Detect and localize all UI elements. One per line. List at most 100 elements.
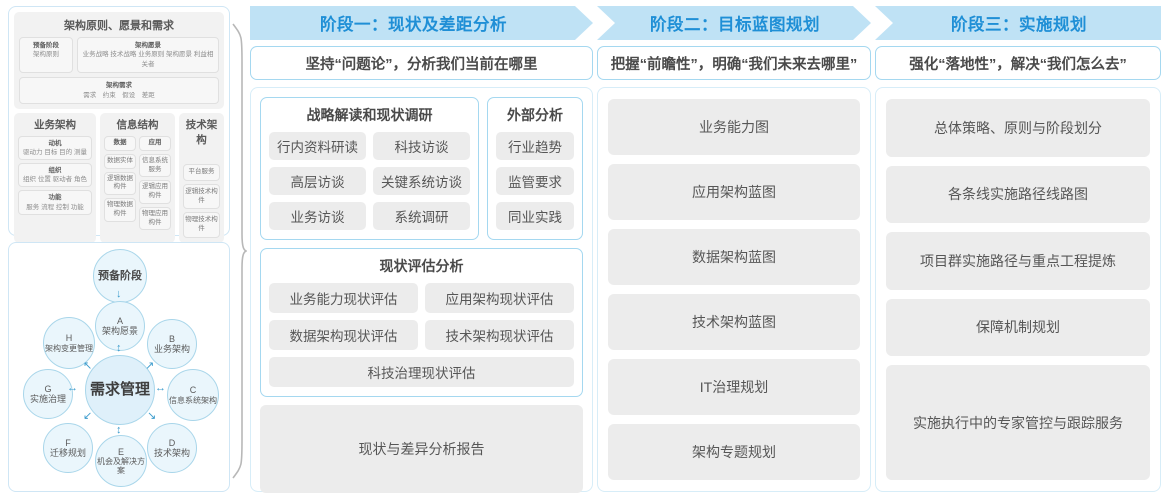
- assessment-row-1: 数据架构现状评估 技术架构现状评估: [269, 320, 574, 350]
- biz-item-organization: 组织 组织 位置 驱动者 角色: [18, 163, 93, 188]
- adm-arrow-c-center: ↔: [155, 382, 166, 394]
- info-subcolumn-data: 数据 数据实体 逻辑数据构件 物理数据构件: [104, 136, 136, 230]
- phase-2-banner: 阶段二：目标蓝图规划: [597, 6, 871, 40]
- strategy-row-2: 业务访谈 系统调研: [269, 202, 470, 230]
- adm-wheel: 预备阶段 需求管理 A 架构愿景 B 业务架构 C 信息系统架构: [9, 243, 229, 491]
- assessment-item[interactable]: 数据架构现状评估: [269, 320, 418, 350]
- phase-1-body: 战略解读和现状调研 行内资料研读 科技访谈 高层访谈 关键系统访谈 业务访谈 系…: [250, 87, 593, 493]
- adm-node-prep: 预备阶段: [93, 249, 147, 303]
- adm-node-g: G 实施治理: [23, 369, 73, 419]
- info-data-item-2: 物理数据构件: [104, 198, 136, 222]
- adm-node-c: C 信息系统架构: [167, 369, 219, 421]
- external-item[interactable]: 监管要求: [496, 167, 574, 195]
- assessment-row-2: 科技治理现状评估: [269, 357, 574, 387]
- phase-2-block[interactable]: 架构专题规划: [608, 424, 860, 480]
- phase-3-block[interactable]: 保障机制规划: [886, 298, 1150, 356]
- phase-3-block[interactable]: 实施执行中的专家管控与跟踪服务: [886, 365, 1150, 480]
- adm-arrow-a-center: ↕: [116, 342, 122, 354]
- framework-architecture-columns: 业务架构 动机 驱动力 目标 目的 测量 组织 组织 位置 驱动者 角色 功能 …: [14, 113, 224, 243]
- phase-3-body: 总体策略、原则与阶段划分 各条线实施路径线路图 项目群实施路径与重点工程提炼 保…: [875, 87, 1161, 492]
- adm-arrow-b-center: ↗: [145, 360, 155, 372]
- strategy-item[interactable]: 系统调研: [373, 202, 470, 230]
- assessment-item[interactable]: 业务能力现状评估: [269, 283, 418, 313]
- phase-3-banner: 阶段三：实施规划: [875, 6, 1161, 40]
- adm-arrow-prep-to-a: ↓: [116, 288, 122, 300]
- phase-3-block[interactable]: 总体策略、原则与阶段划分: [886, 99, 1150, 157]
- phase-3-block[interactable]: 项目群实施路径与重点工程提炼: [886, 232, 1150, 290]
- external-analysis-title: 外部分析: [507, 107, 563, 123]
- strategy-research-title: 战略解读和现状调研: [306, 107, 433, 123]
- phase-2-subtitle: 把握“前瞻性”，明确“我们未来去哪里”: [597, 46, 871, 80]
- phase-2-block[interactable]: 数据架构蓝图: [608, 229, 860, 285]
- phase-2-block[interactable]: IT治理规划: [608, 359, 860, 415]
- info-data-head: 数据: [104, 136, 136, 151]
- strategy-item[interactable]: 关键系统访谈: [373, 167, 470, 195]
- phase-2-block[interactable]: 技术架构蓝图: [608, 294, 860, 350]
- togaf-content-framework-card: 架构原则、愿景和需求 预备阶段 架构原则 架构愿景 业务战略 技术战略 业务原则…: [8, 6, 230, 292]
- assessment-row-0: 业务能力现状评估 应用架构现状评估: [269, 283, 574, 313]
- phase-2-column: 阶段二：目标蓝图规划 把握“前瞻性”，明确“我们未来去哪里” 业务能力图 应用架…: [597, 6, 871, 492]
- assessment-title: 现状评估分析: [379, 258, 464, 274]
- phase-3-column: 阶段三：实施规划 强化“落地性”，解决“我们怎么去” 总体策略、原则与阶段划分 …: [875, 6, 1161, 492]
- column-business-architecture: 业务架构 动机 驱动力 目标 目的 测量 组织 组织 位置 驱动者 角色 功能 …: [14, 113, 97, 243]
- strategy-row-0: 行内资料研读 科技访谈: [269, 132, 470, 160]
- strategy-item[interactable]: 高层访谈: [269, 167, 366, 195]
- framework-title: 架构原则、愿景和需求: [64, 20, 174, 32]
- phase-1-banner: 阶段一：现状及差距分析: [250, 6, 593, 40]
- adm-arrow-d-center: ↘: [147, 410, 157, 422]
- biz-item-function: 功能 服务 流程 控制 功能: [18, 190, 93, 215]
- framework-vision-box: 架构愿景 业务战略 技术战略 业务原则 架构愿景 利益相关者: [77, 37, 219, 74]
- strategy-item[interactable]: 行内资料研读: [269, 132, 366, 160]
- adm-node-b: B 业务架构: [147, 319, 197, 369]
- info-data-item-1: 逻辑数据构件: [104, 171, 136, 196]
- adm-node-center: 需求管理: [85, 355, 155, 425]
- framework-requirements-box: 架构需求 需求 约束 假设 差距: [19, 77, 219, 105]
- column-information-structure: 信息结构 数据 数据实体 逻辑数据构件 物理数据构件 应用: [100, 113, 175, 243]
- external-analysis-box: 外部分析 行业趋势 监管要求 同业实践: [487, 97, 583, 240]
- external-item[interactable]: 同业实践: [496, 202, 574, 230]
- adm-arrow-e-center: ↕: [116, 424, 122, 436]
- biz-item-motivation: 动机 驱动力 目标 目的 测量: [18, 136, 93, 161]
- info-data-item-0: 数据实体: [104, 153, 136, 169]
- info-app-item-2: 物理应用构件: [139, 206, 171, 231]
- strategy-item[interactable]: 科技访谈: [373, 132, 470, 160]
- phase-1-subtitle: 坚持“问题论”，分析我们当前在哪里: [250, 46, 593, 80]
- info-app-head: 应用: [139, 136, 171, 151]
- framework-principles-group: 架构原则、愿景和需求 预备阶段 架构原则 架构愿景 业务战略 技术战略 业务原则…: [14, 12, 224, 110]
- info-app-item-0: 信息系统服务: [139, 153, 171, 178]
- current-state-assessment-box: 现状评估分析 业务能力现状评估 应用架构现状评估 数据架构现状评估 技术架构现状…: [260, 248, 583, 397]
- adm-node-a: A 架构愿景: [95, 301, 145, 351]
- phase-3-block-stack: 总体策略、原则与阶段划分 各条线实施路径线路图 项目群实施路径与重点工程提炼 保…: [886, 99, 1150, 480]
- brace-connector: [232, 23, 247, 479]
- framework-prep-box: 预备阶段 架构原则: [19, 37, 73, 74]
- phase-1-top-row: 战略解读和现状调研 行内资料研读 科技访谈 高层访谈 关键系统访谈 业务访谈 系…: [260, 97, 583, 240]
- column-technology-architecture: 技术架构 平台服务 逻辑技术构件 物理技术构件: [178, 113, 224, 243]
- tech-item-1: 逻辑技术构件: [182, 183, 220, 210]
- adm-arrow-f-center: ↙: [83, 410, 93, 422]
- adm-node-d: D 技术架构: [147, 423, 197, 473]
- strategy-item[interactable]: 业务访谈: [269, 202, 366, 230]
- assessment-item[interactable]: 应用架构现状评估: [425, 283, 574, 313]
- adm-node-h: H 架构变更管理: [43, 317, 95, 369]
- phase-1-report-block[interactable]: 现状与差异分析报告: [260, 405, 583, 493]
- adm-cycle-card: 预备阶段 需求管理 A 架构愿景 B 业务架构 C 信息系统架构: [8, 242, 230, 492]
- assessment-item[interactable]: 技术架构现状评估: [425, 320, 574, 350]
- phase-1-column: 阶段一：现状及差距分析 坚持“问题论”，分析我们当前在哪里 战略解读和现状调研 …: [250, 6, 593, 493]
- phase-2-body: 业务能力图 应用架构蓝图 数据架构蓝图 技术架构蓝图 IT治理规划 架构专题规划: [597, 87, 871, 492]
- adm-arrow-g-center: ↔: [67, 382, 78, 394]
- info-app-item-1: 逻辑应用构件: [139, 180, 171, 204]
- adm-arrow-h-center: ↖: [83, 360, 93, 372]
- info-subcolumn-application: 应用 信息系统服务 逻辑应用构件 物理应用构件: [139, 136, 171, 231]
- strategy-row-1: 高层访谈 关键系统访谈: [269, 167, 470, 195]
- phase-3-block[interactable]: 各条线实施路径线路图: [886, 165, 1150, 223]
- tech-item-0: 平台服务: [182, 164, 220, 181]
- left-panel: 架构原则、愿景和需求 预备阶段 架构原则 架构愿景 业务战略 技术战略 业务原则…: [8, 6, 230, 492]
- phase-2-block[interactable]: 应用架构蓝图: [608, 164, 860, 220]
- external-item[interactable]: 行业趋势: [496, 132, 574, 160]
- phase-2-block[interactable]: 业务能力图: [608, 99, 860, 155]
- adm-node-e: E 机会及解决方案: [95, 435, 147, 487]
- phase-2-block-stack: 业务能力图 应用架构蓝图 数据架构蓝图 技术架构蓝图 IT治理规划 架构专题规划: [608, 99, 860, 480]
- phase-3-subtitle: 强化“落地性”，解决“我们怎么去”: [875, 46, 1161, 80]
- assessment-item[interactable]: 科技治理现状评估: [269, 357, 574, 387]
